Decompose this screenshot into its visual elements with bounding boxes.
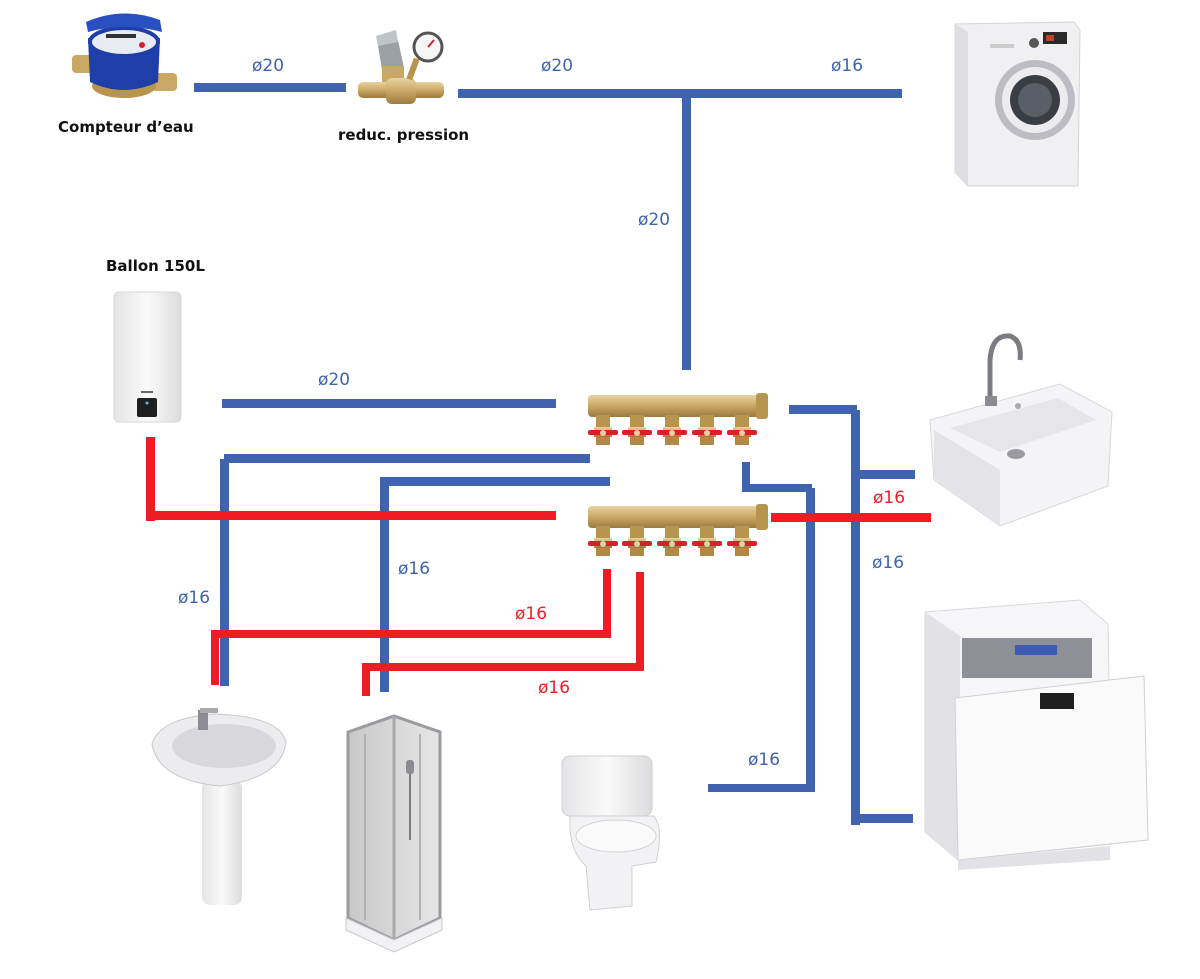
pipe-cold-to-heater — [222, 399, 556, 408]
pipe-reducer-to-washing-machine — [458, 89, 902, 98]
pipe-cold-dishwasher — [855, 814, 913, 823]
pressure-reducer-label: reduc. pression — [338, 126, 470, 144]
pipe-cold-toilet-d — [708, 784, 815, 792]
water-heater-icon — [113, 291, 182, 423]
dim-label-toilet-cold: ø16 — [748, 750, 781, 770]
pipe-cold-toilet-c — [806, 488, 815, 790]
kitchen-sink-icon — [929, 333, 1113, 527]
pipe-cold-toilet-b — [742, 484, 812, 492]
pipe-hot-kitchen-sink — [771, 513, 931, 522]
pipe-hot-shower-v2 — [362, 663, 370, 696]
pipe-cold-sink-b — [851, 410, 860, 825]
dim-label-sink-dishwasher-cold: ø16 — [872, 553, 905, 573]
pipe-cold-sink-a — [789, 405, 857, 414]
pipe-tee-down-to-manifold — [682, 89, 691, 370]
cold-water-pipes — [194, 83, 915, 825]
dim-label-shower-cold: ø16 — [398, 559, 431, 579]
pipe-hot-shower-v1 — [636, 572, 644, 671]
dim-label-washbasin-hot: ø16 — [515, 604, 548, 624]
dim-label-washbasin-cold: ø16 — [178, 588, 211, 608]
dim-label-riser: ø20 — [638, 210, 671, 230]
dim-label-meter-to-reducer: ø20 — [252, 56, 285, 76]
water-meter-label: Compteur d’eau — [58, 118, 194, 136]
pipe-cold-sink-branch — [855, 470, 915, 479]
pipe-cold-shower-v — [380, 477, 389, 692]
water-heater-label: Ballon 150L — [106, 257, 205, 275]
washbasin-icon — [151, 708, 287, 905]
dishwasher-icon — [924, 599, 1149, 870]
cold-manifold — [588, 393, 768, 445]
dim-label-heater-cold: ø20 — [318, 370, 351, 390]
pipe-cold-toilet-a — [742, 462, 750, 492]
shower-cabin-icon — [345, 714, 443, 953]
water-meter-icon — [72, 13, 177, 98]
pipe-hot-heater-v — [146, 437, 155, 521]
dim-label-kitchen-sink-hot: ø16 — [873, 488, 906, 508]
pipe-hot-washbasin-h — [211, 630, 611, 638]
toilet-icon — [561, 755, 660, 911]
dim-label-washing-machine: ø16 — [831, 56, 864, 76]
hot-water-pipes — [146, 437, 931, 696]
pipe-hot-shower-h — [362, 663, 644, 671]
pipe-cold-shower-h — [384, 477, 610, 486]
pipe-hot-washbasin-v2 — [211, 630, 219, 685]
pipe-cold-washbasin-v — [220, 459, 229, 686]
hot-manifold — [588, 504, 768, 556]
washing-machine-icon — [954, 21, 1081, 187]
pipe-cold-washbasin-h — [224, 454, 590, 463]
pipe-meter-to-reducer — [194, 83, 346, 92]
dim-label-shower-hot: ø16 — [538, 678, 571, 698]
pipe-hot-heater-h — [146, 511, 556, 520]
pipe-hot-washbasin-v1 — [603, 569, 611, 638]
pressure-reducer-icon — [358, 30, 444, 104]
dim-label-reducer-to-tee: ø20 — [541, 56, 574, 76]
